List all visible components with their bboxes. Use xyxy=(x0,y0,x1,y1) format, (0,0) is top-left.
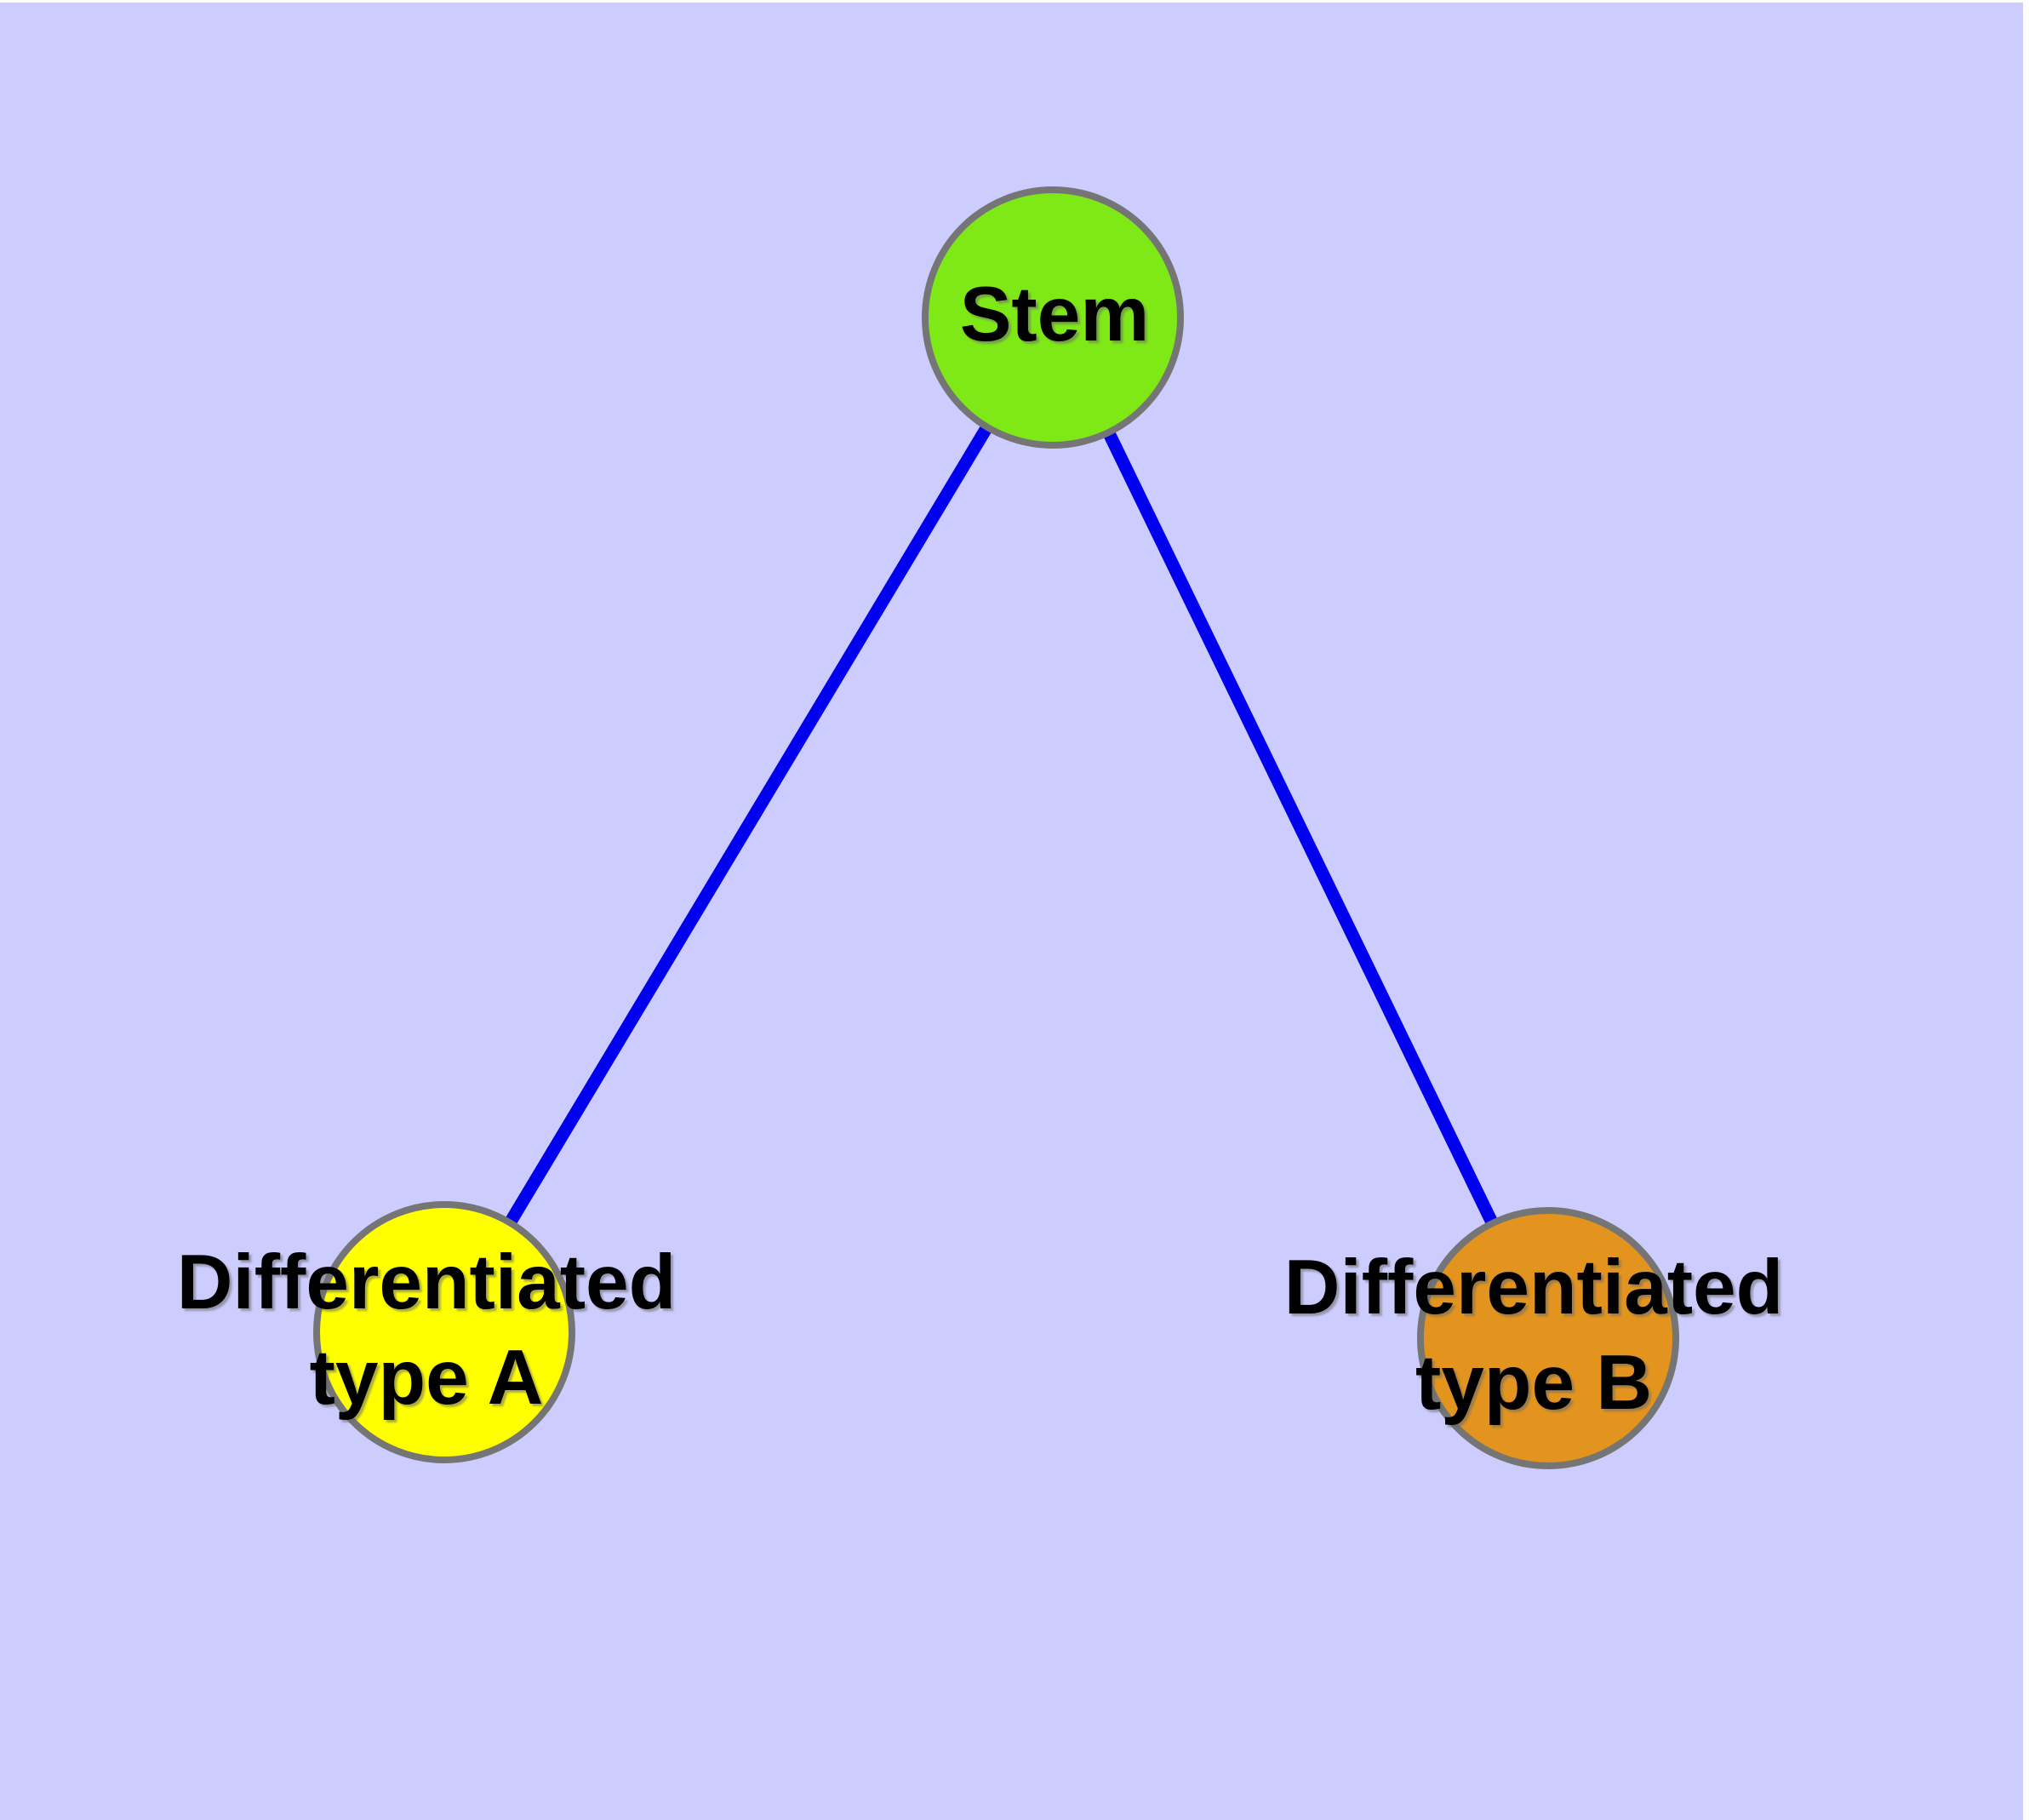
edge-stem-to-type-a xyxy=(438,314,1059,1336)
node-stem-circle xyxy=(922,186,1184,449)
node-type-b-label: Differentiated type B xyxy=(1283,1245,1784,1426)
node-type-b-circle xyxy=(1417,1207,1679,1469)
diagram-canvas: Stem Differentiated type A Differentiate… xyxy=(0,3,2023,1820)
node-stem-label: Stem xyxy=(959,272,1150,358)
node-type-a-label: Differentiated type A xyxy=(176,1239,677,1421)
node-type-a-circle xyxy=(313,1201,575,1463)
graph-svg xyxy=(0,3,2023,1820)
edge-stem-to-type-b xyxy=(1047,314,1554,1342)
